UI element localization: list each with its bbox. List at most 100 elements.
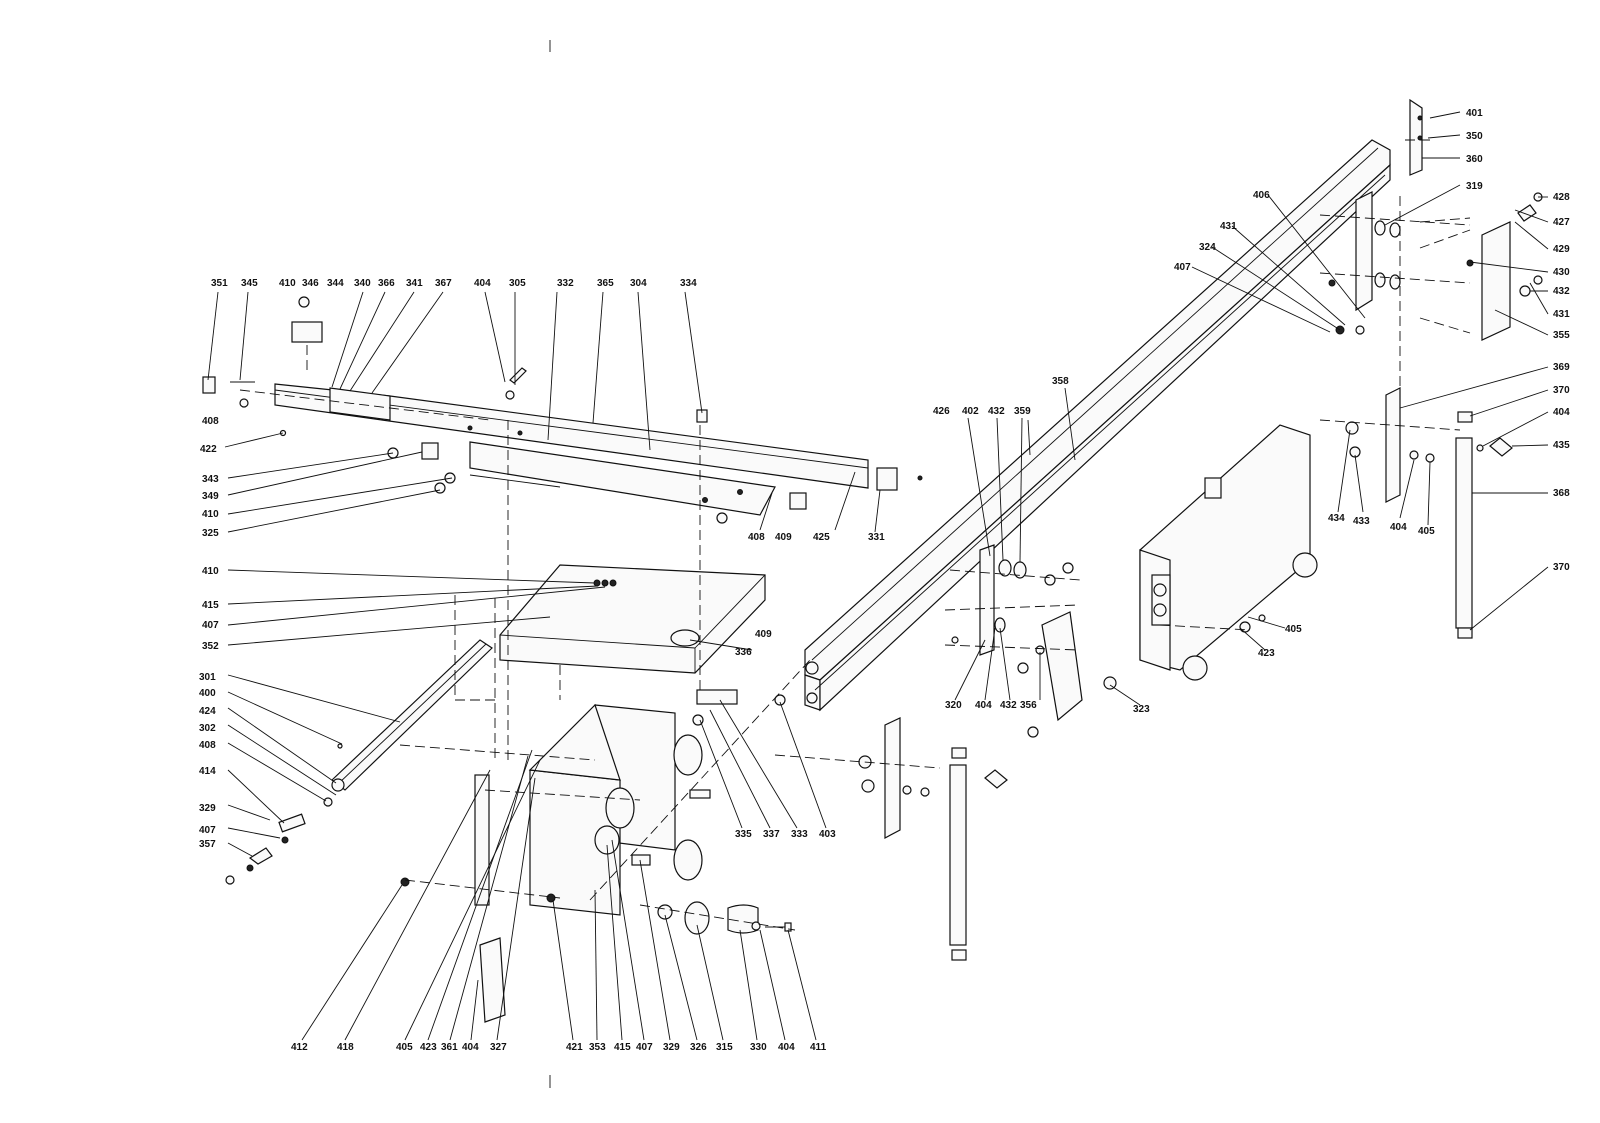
label-353: 353 (589, 1042, 606, 1053)
label-404: 404 (975, 700, 992, 711)
label-409: 409 (775, 532, 792, 543)
label-405: 405 (1285, 624, 1302, 635)
label-370: 370 (1553, 562, 1570, 573)
label-368: 368 (1553, 488, 1570, 499)
label-341: 341 (406, 278, 423, 289)
label-410: 410 (202, 509, 219, 520)
label-432: 432 (1553, 286, 1570, 297)
carriage-frame (528, 689, 738, 916)
upper-slide-rail (274, 383, 869, 489)
main-rail (804, 139, 1391, 712)
label-356: 356 (1020, 700, 1037, 711)
label-332: 332 (557, 278, 574, 289)
right-clamp-plate (1466, 192, 1543, 341)
label-400: 400 (199, 688, 216, 699)
label-404: 404 (1390, 522, 1407, 533)
mount-plate-lower (479, 937, 506, 1023)
label-335: 335 (735, 829, 752, 840)
label-426: 426 (933, 406, 950, 417)
label-403: 403 (819, 829, 836, 840)
motor-housing (1103, 424, 1318, 690)
label-352: 352 (202, 641, 219, 652)
label-432: 432 (1000, 700, 1017, 711)
label-333: 333 (791, 829, 808, 840)
label-410: 410 (279, 278, 296, 289)
label-406: 406 (1253, 190, 1270, 201)
label-343: 343 (202, 474, 219, 485)
label-330: 330 (750, 1042, 767, 1053)
label-340: 340 (354, 278, 371, 289)
label-336: 336 (735, 647, 752, 658)
label-408: 408 (199, 740, 216, 751)
label-412: 412 (291, 1042, 308, 1053)
label-301: 301 (199, 672, 216, 683)
label-425: 425 (813, 532, 830, 543)
label-325: 325 (202, 528, 219, 539)
label-431: 431 (1553, 309, 1570, 320)
right-leg-assembly (1345, 387, 1513, 639)
label-337: 337 (763, 829, 780, 840)
label-405: 405 (1418, 526, 1435, 537)
label-434: 434 (1328, 513, 1345, 524)
label-424: 424 (199, 706, 216, 717)
label-408: 408 (202, 416, 219, 427)
label-404: 404 (474, 278, 491, 289)
label-428: 428 (1553, 192, 1570, 203)
label-305: 305 (509, 278, 526, 289)
label-319: 319 (1466, 181, 1483, 192)
label-405: 405 (396, 1042, 413, 1053)
label-433: 433 (1353, 516, 1370, 527)
rail-end-plate (1409, 98, 1423, 176)
label-366: 366 (378, 278, 395, 289)
label-411: 411 (810, 1042, 827, 1053)
leader-lines (207, 111, 1549, 1041)
label-365: 365 (597, 278, 614, 289)
roller-1 (673, 734, 703, 776)
label-320: 320 (945, 700, 962, 711)
cap-370-bottom (1457, 627, 1473, 639)
label-404: 404 (1553, 407, 1570, 418)
label-401: 401 (1466, 108, 1483, 119)
end-cap-331 (876, 467, 898, 491)
label-415: 415 (614, 1042, 631, 1053)
label-404: 404 (462, 1042, 479, 1053)
label-435: 435 (1553, 440, 1570, 451)
label-431: 431 (1220, 221, 1237, 232)
handle-305 (509, 367, 527, 384)
label-423: 423 (420, 1042, 437, 1053)
roller-2 (605, 787, 635, 829)
label-351: 351 (211, 278, 228, 289)
lower-mid-legs (774, 694, 1008, 961)
leg-368 (1455, 437, 1473, 629)
label-302: 302 (199, 723, 216, 734)
label-345: 345 (241, 278, 258, 289)
label-360: 360 (1466, 154, 1483, 165)
label-418: 418 (337, 1042, 354, 1053)
label-415: 415 (202, 600, 219, 611)
mid-brackets (951, 544, 1083, 738)
label-404: 404 (778, 1042, 795, 1053)
label-359: 359 (1014, 406, 1031, 417)
bracket-357 (248, 847, 273, 865)
label-329: 329 (199, 803, 216, 814)
label-329: 329 (663, 1042, 680, 1053)
label-358: 358 (1052, 376, 1069, 387)
roller-3 (673, 839, 703, 881)
label-346: 346 (302, 278, 319, 289)
upper-right-bracket (1328, 191, 1401, 335)
label-323: 323 (1133, 704, 1150, 715)
label-414: 414 (199, 766, 216, 777)
label-427: 427 (1553, 217, 1570, 228)
channel-bracket (469, 441, 776, 516)
label-429: 429 (1553, 244, 1570, 255)
label-407: 407 (199, 825, 216, 836)
label-324: 324 (1199, 242, 1216, 253)
label-423: 423 (1258, 648, 1275, 659)
label-304: 304 (630, 278, 647, 289)
label-326: 326 (690, 1042, 707, 1053)
leg-lower (949, 764, 967, 946)
label-370: 370 (1553, 385, 1570, 396)
label-355: 355 (1553, 330, 1570, 341)
label-344: 344 (327, 278, 344, 289)
